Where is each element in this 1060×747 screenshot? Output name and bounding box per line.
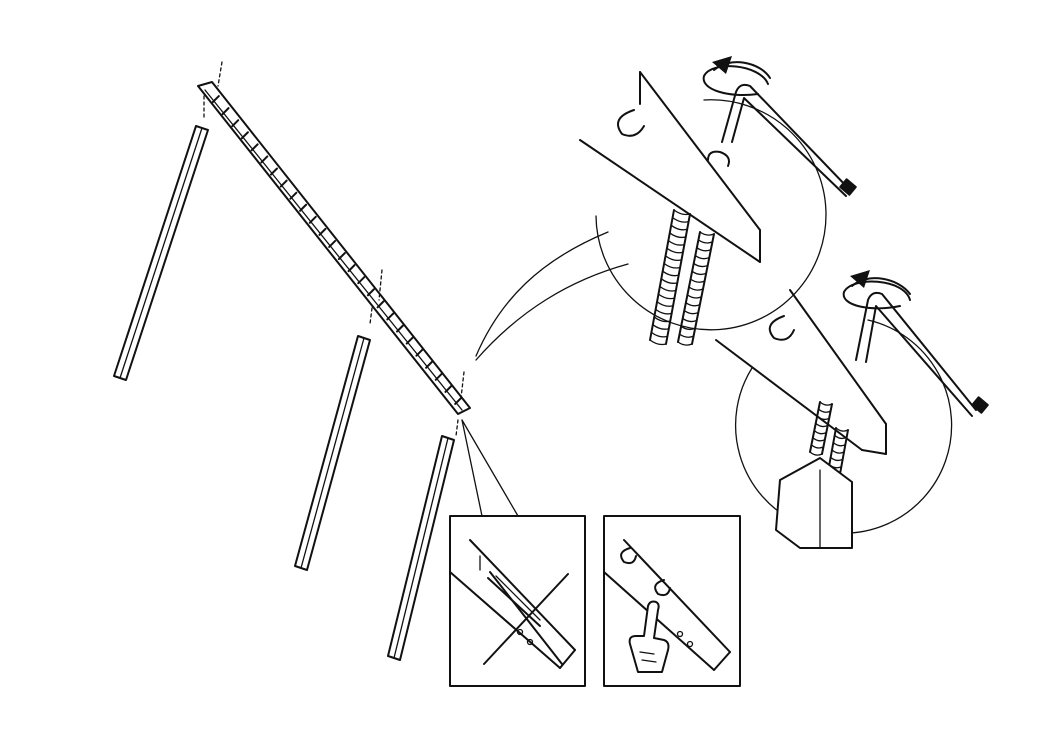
detail-circle-hook-insert (580, 56, 856, 345)
spring-coil (657, 302, 673, 307)
spring-coil (700, 232, 714, 235)
spring-coil (670, 233, 686, 238)
spring-coil (811, 445, 823, 448)
callout-lines (462, 232, 628, 516)
rail-with-slots (198, 62, 470, 436)
spring-coil (658, 294, 674, 299)
spring-coil (698, 240, 712, 243)
middle-upright (295, 336, 370, 570)
spring-coil (814, 431, 826, 434)
spring-coil (832, 450, 844, 453)
spring-coil (691, 279, 705, 282)
spring-coil (663, 271, 679, 276)
spring-coil (667, 248, 683, 253)
spring-coil (653, 325, 669, 330)
spring-coil (666, 256, 682, 261)
spring-coil (684, 311, 698, 314)
spring-coil (831, 457, 843, 460)
spring-pair (650, 210, 714, 345)
spring-coil (689, 287, 703, 290)
spring-coil (833, 443, 845, 446)
panel-correct (604, 516, 740, 686)
left-upright (114, 126, 208, 380)
detail-circle-hook-seated (716, 270, 988, 548)
rotate-arrow-icon (844, 270, 910, 308)
spring-coil (656, 309, 672, 314)
spring-coil (673, 218, 689, 223)
panel-incorrect (450, 516, 585, 686)
spring-coil (820, 402, 832, 405)
spring-coil (810, 452, 822, 455)
spring-coil (692, 271, 706, 274)
spring-coil (819, 409, 831, 412)
spring-coil (664, 264, 680, 269)
spring-coil (695, 256, 709, 259)
right-upright (388, 436, 454, 660)
spring-coil (813, 438, 825, 441)
spring-coil (697, 248, 711, 251)
spring-coil (687, 295, 701, 298)
spring-coil (678, 342, 692, 345)
spring-coil (683, 318, 697, 321)
spring-coil (680, 334, 694, 337)
spring-coil (660, 286, 676, 291)
spring-coil (671, 225, 687, 230)
spring-coil (651, 332, 667, 337)
spring-coil (686, 303, 700, 306)
spring-coil (661, 279, 677, 284)
spring-coil (650, 340, 666, 345)
spring-coil (668, 241, 684, 246)
spring-coil (694, 263, 708, 266)
